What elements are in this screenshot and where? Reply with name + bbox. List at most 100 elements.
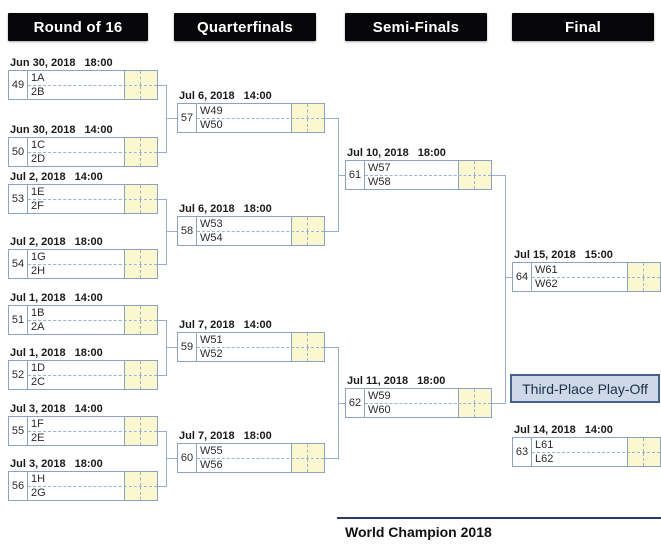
match-box: 51 1B 2A bbox=[8, 305, 158, 335]
score-cell[interactable] bbox=[124, 417, 140, 431]
team-slot: L62 bbox=[535, 453, 554, 466]
score-cell[interactable] bbox=[140, 417, 157, 431]
score-cell[interactable] bbox=[124, 250, 140, 264]
bracket-connector bbox=[158, 152, 166, 153]
score-cell[interactable] bbox=[124, 152, 140, 166]
team-slot: W59 bbox=[368, 389, 391, 402]
match-number: 61 bbox=[346, 161, 365, 189]
score-cell[interactable] bbox=[124, 361, 140, 375]
score-cell[interactable] bbox=[291, 444, 307, 458]
score-cell[interactable] bbox=[627, 277, 643, 291]
score-cell[interactable] bbox=[643, 438, 660, 452]
score-cell[interactable] bbox=[140, 138, 157, 152]
score-cell[interactable] bbox=[140, 185, 157, 199]
score-cell[interactable] bbox=[140, 71, 157, 85]
score-cell[interactable] bbox=[458, 389, 474, 403]
team-slot: W49 bbox=[200, 104, 223, 117]
score-cell[interactable] bbox=[140, 375, 157, 389]
score-cell[interactable] bbox=[124, 199, 140, 213]
score-cell[interactable] bbox=[307, 104, 324, 118]
score-cell[interactable] bbox=[307, 217, 324, 231]
team-slot: 2A bbox=[31, 321, 45, 334]
score-cell[interactable] bbox=[140, 431, 157, 445]
score-cell[interactable] bbox=[307, 458, 324, 472]
team-slot: W53 bbox=[200, 217, 223, 230]
score-cell[interactable] bbox=[307, 118, 324, 132]
score-cell[interactable] bbox=[124, 85, 140, 99]
team-slot: 1G bbox=[31, 250, 46, 263]
match-box: 54 1G 2H bbox=[8, 249, 158, 279]
score-cell[interactable] bbox=[124, 320, 140, 334]
score-cell[interactable] bbox=[458, 161, 474, 175]
score-cell[interactable] bbox=[291, 458, 307, 472]
score-cell[interactable] bbox=[140, 152, 157, 166]
score-cell[interactable] bbox=[643, 452, 660, 466]
match-number: 63 bbox=[513, 438, 532, 466]
score-cell[interactable] bbox=[124, 486, 140, 500]
score-cell[interactable] bbox=[124, 185, 140, 199]
score-cell[interactable] bbox=[627, 452, 643, 466]
score-cell[interactable] bbox=[140, 472, 157, 486]
score-cell[interactable] bbox=[124, 431, 140, 445]
score-cell[interactable] bbox=[140, 199, 157, 213]
score-cell[interactable] bbox=[291, 333, 307, 347]
match-time-text: 18:00 bbox=[243, 430, 272, 442]
score-cell[interactable] bbox=[627, 263, 643, 277]
match-date-text: Jul 7, 2018 bbox=[179, 319, 235, 331]
score-cell[interactable] bbox=[124, 71, 140, 85]
match-time-text: 14:00 bbox=[74, 171, 103, 183]
score-cell[interactable] bbox=[627, 438, 643, 452]
team-slot: W52 bbox=[200, 348, 223, 361]
score-cell[interactable] bbox=[140, 85, 157, 99]
match-date-text: Jul 10, 2018 bbox=[347, 147, 409, 159]
score-cell[interactable] bbox=[291, 104, 307, 118]
score-cell[interactable] bbox=[140, 486, 157, 500]
score-cell[interactable] bbox=[140, 320, 157, 334]
score-cell[interactable] bbox=[140, 250, 157, 264]
match-schedule: Jul 7, 2018 14:00 bbox=[179, 319, 325, 331]
bracket-connector bbox=[158, 431, 166, 432]
team-slot: 2G bbox=[31, 487, 46, 500]
team-slot: 2B bbox=[31, 86, 45, 99]
score-cell[interactable] bbox=[307, 231, 324, 245]
match-time-text: 18:00 bbox=[74, 236, 103, 248]
score-cell[interactable] bbox=[307, 444, 324, 458]
score-cell[interactable] bbox=[124, 306, 140, 320]
score-cell[interactable] bbox=[140, 264, 157, 278]
third-place-playoff-label: Third-Place Play-Off bbox=[510, 374, 660, 403]
score-cell[interactable] bbox=[307, 347, 324, 361]
score-cell[interactable] bbox=[458, 175, 474, 189]
match-box: 60 W55 W56 bbox=[177, 443, 325, 473]
score-cell[interactable] bbox=[291, 347, 307, 361]
score-cell[interactable] bbox=[124, 264, 140, 278]
bracket-connector bbox=[166, 431, 167, 487]
score-cell[interactable] bbox=[291, 231, 307, 245]
score-cell[interactable] bbox=[291, 217, 307, 231]
score-cell[interactable] bbox=[124, 472, 140, 486]
score-cell[interactable] bbox=[474, 161, 491, 175]
score-cell[interactable] bbox=[124, 375, 140, 389]
score-cell[interactable] bbox=[307, 333, 324, 347]
score-cell[interactable] bbox=[140, 306, 157, 320]
score-cell[interactable] bbox=[643, 277, 660, 291]
score-cell[interactable] bbox=[291, 118, 307, 132]
score-cell[interactable] bbox=[458, 403, 474, 417]
score-cell[interactable] bbox=[140, 361, 157, 375]
score-cell[interactable] bbox=[474, 403, 491, 417]
match-time-text: 14:00 bbox=[243, 319, 272, 331]
score-cell[interactable] bbox=[124, 138, 140, 152]
score-cell[interactable] bbox=[474, 389, 491, 403]
score-cell[interactable] bbox=[643, 263, 660, 277]
team-slot: 1D bbox=[31, 361, 46, 374]
header-quarterfinals: Quarterfinals bbox=[174, 13, 316, 41]
score-cell[interactable] bbox=[474, 175, 491, 189]
match-number: 56 bbox=[9, 472, 28, 500]
match-box: 58 W53 W54 bbox=[177, 216, 325, 246]
match-number: 60 bbox=[178, 444, 197, 472]
